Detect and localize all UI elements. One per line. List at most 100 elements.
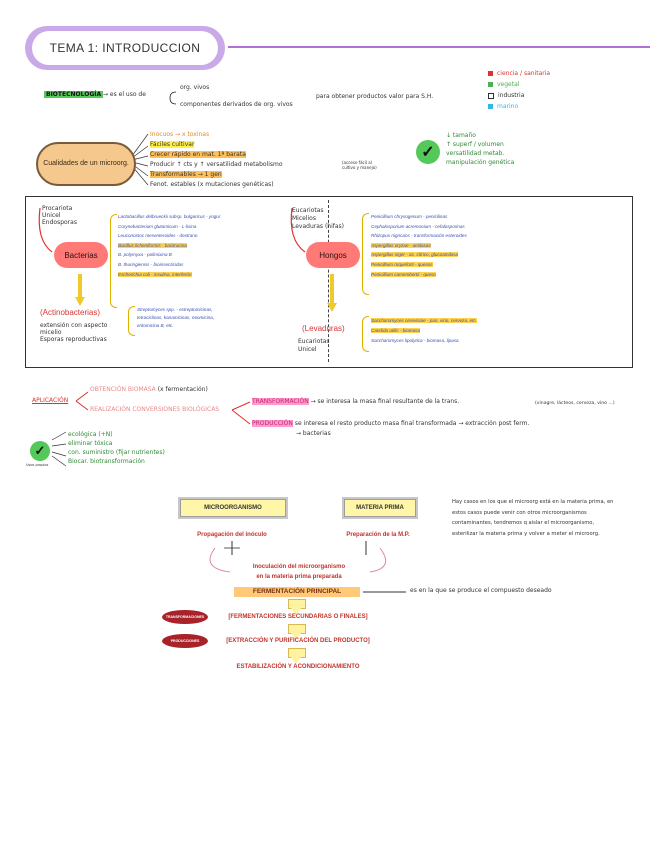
produccion-row: PRODUCCIÓN se interesa el resto producto… [252,420,530,427]
actino-label: (Actinobacterias) [40,308,101,317]
biotech-term: BIOTECNOLOGÍA [44,91,104,98]
advantage-item: ↓ tamaño [446,132,476,139]
bacteria-example: B. thuringiensis - bioinsecticidas [118,261,184,267]
fungi-example: Rhizopus nigricans - transformación este… [371,233,467,239]
principal-bar: FERMENTACIÓN PRINCIPAL [234,587,360,597]
fungi-arrow-shaft [330,274,334,304]
quality-item: Crecer rápido en mat. 1ª barata [150,151,246,158]
quality-item: Producir ↑ cts y ↑ versatilidad metaboli… [150,161,283,168]
actino-examples: Streptomyces spp. - estreptomicinas, tet… [137,306,214,330]
arrow-down-icon [75,297,85,306]
yeast-example: Saccharomyces lipolytica - biomasa, lipa… [371,338,459,343]
principal-note: es en la que se produce el compuesto des… [410,587,552,594]
micro-box: MICROORGANISMO [180,499,286,517]
bacteria-examples: Lactobacillus delbrueckii subsp. bulgari… [118,212,220,279]
bacteria-type: Endosporas [42,219,77,226]
actino-note: extensión con aspecto micelio [40,322,108,336]
bacteria-example: Lactobacillus delbrueckii subsp. bulgari… [118,214,221,219]
fungi-example: Cephalosporium acremonium - cefalosporin… [371,223,465,229]
ecology-item: Biocar. biotransformación [68,458,145,465]
actino-bracket [128,306,135,336]
biotech-def-lead: → es el uso de [103,91,146,98]
bacteria-types: Procariota Unicel Endosporas [42,205,77,226]
ecology-list: ecológica (+N) eliminar tóxica con. sumi… [68,430,165,466]
bacteria-example: B. polymyxa - polimixina B [118,252,172,258]
bacteria-label: Bacterias [54,242,108,268]
preparacion-text: Preparación de la M.P. [346,532,410,538]
fungi-examples: Penicillium chrysogenum - penicilinas Ce… [371,212,467,279]
advantage-item: versatilidad metab. [446,150,505,157]
estabilizacion-text: ESTABILIZACIÓN Y ACONDICIONAMIENTO [236,664,360,670]
legend-item: vegetal [488,79,550,90]
title-divider [228,46,650,48]
fungi-example: Penicillium chrysogenum - penicilinas [371,214,448,219]
green-square-icon [488,82,493,87]
yeast-example: Saccharomyces cerevisiae - pan, vino, ce… [371,318,477,323]
application-conversions: REALIZACIÓN CONVERSIONES BIOLÓGICAS [90,406,220,413]
legend-item: ciencia / sanitaria [488,68,550,79]
side-note: Hay casos en los que el microorg está en… [452,499,614,537]
biotech-branch-b: componentes derivados de org. vivos [180,101,293,108]
yeast-note: Unicel [298,346,317,353]
box-divider [328,200,329,362]
transformaciones-oval: TRANSFORMACIONES [162,610,208,624]
qualities-cloud: Cualidades de un microorg. [36,142,136,186]
ecology-badge: Usos propios [26,463,49,467]
check-icon: ✓ [416,140,440,164]
red-square-icon [488,71,493,76]
quality-item: Transformables → 1 gen [150,171,222,178]
fungi-example: Penicillium camembertii - queso [371,271,436,277]
arrow-down-icon [291,657,301,664]
applications-label: APLICACIÓN [32,397,69,404]
arrow-down-icon [327,303,337,312]
propagacion-text: Propagación del inóculo [197,532,267,538]
ecology-item: con. suministro (fijar nutrientes) [68,449,165,456]
yeast-bracket [362,316,369,352]
bacteria-example: Bacillus licheniformis - bacitracina [118,242,187,248]
actino-example: eritomicina B, etc. [137,323,174,328]
fungi-type: Eucariotas [292,207,324,214]
fungi-example: Penicillium roqueforti - quesos [371,261,433,267]
extraccion-text: [EXTRACCIÓN Y PURIFICACIÓN DEL PRODUCTO] [226,638,370,644]
produccion-note: → bacterias [296,430,331,437]
ecology-item: eliminar tóxica [68,440,113,447]
qualities-list: Inocuos → x toxinas Fáciles cultivar Cre… [150,130,283,190]
black-square-icon [488,92,494,99]
yeast-label: (Levaduras) [302,324,345,333]
color-legend: ciencia / sanitaria vegetal industria ma… [488,68,550,112]
quality-item: Fáciles cultivar [150,141,195,148]
fungi-bracket [362,213,369,295]
actino-notes: extensión con aspecto micelio Esporas re… [40,322,118,343]
producciones-oval: PRODUCCIONES [162,634,208,648]
yeast-note: Eucariotas [298,338,330,345]
yeast-notes: Eucariotas Unicel [298,338,330,354]
ecology-item: ecológica (+N) [68,431,113,438]
quality-item: Fenot. estables (x mutaciones genéticas) [150,181,274,188]
organisms-box [25,196,633,368]
yeast-example: Candida utilis - biomasa [371,328,421,333]
page-title: TEMA 1: INTRODUCCION [32,31,218,65]
quality-item: Inocuos → x toxinas [150,131,210,138]
fungi-example: Aspergillus oryzae - amilasas [371,242,431,248]
fungi-label: Hongos [306,242,360,268]
advantage-item: ↑ superf / volumen [446,141,504,148]
secundarias-text: [FERMENTACIONES SECUNDARIAS O FINALES] [228,614,368,620]
biotech-branch-a: org. vivos [180,84,210,91]
application-biomass: OBTENCIÓN BIOMASA (x fermentación) [90,386,208,393]
transform-note: (vinagre, lácteos, cerveza, vino ...) [535,401,615,406]
bacteria-example: Corynebacterium glutamicum - L-lisina [118,223,197,229]
arrow-down-icon [291,608,301,615]
actino-note: Esporas reproductivas [40,336,107,343]
arrow-down-icon [291,633,301,640]
transform-row: TRANSFORMACIÓN → se interesa la masa fin… [252,398,460,405]
legend-item: marino [488,101,550,112]
yeast-examples: Saccharomyces cerevisiae - pan, vino, ce… [371,316,477,346]
fungi-example: Aspergillus niger - ac. cítrico, glucoam… [371,252,459,258]
fungi-type: Micelios [292,215,316,222]
legend-item: industria [488,90,550,101]
check-icon: ✓ [30,441,50,461]
bacteria-bracket [110,214,117,308]
actino-example: tetraciclinas, kanamicinas, neomicina, [137,315,215,320]
materia-box: MATERIA PRIMA [344,499,416,517]
